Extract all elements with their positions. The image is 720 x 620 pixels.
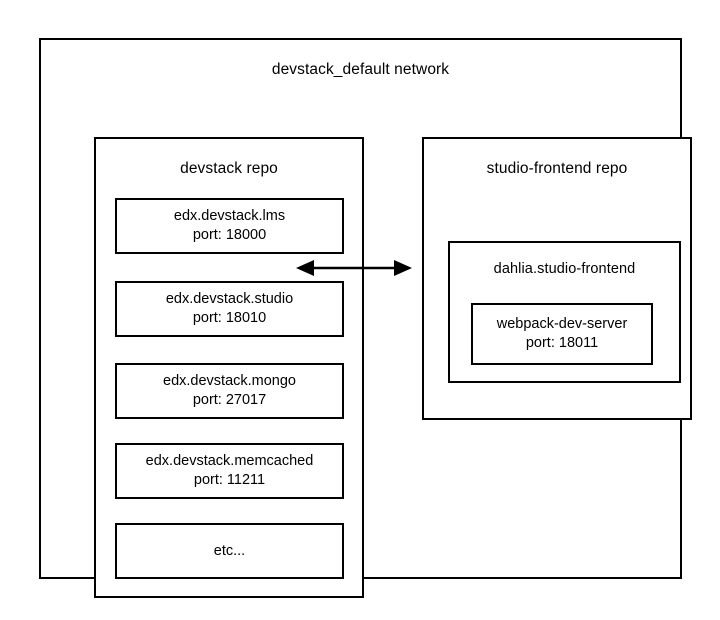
studio-frontend-repo-container: studio-frontend repo dahlia.studio-front… bbox=[422, 137, 692, 420]
service-port: port: 18010 bbox=[192, 310, 267, 326]
dahlia-studio-frontend-title: dahlia.studio-frontend bbox=[493, 261, 636, 277]
service-box-lms: edx.devstack.lms port: 18000 bbox=[115, 198, 344, 254]
devstack-repo-title: devstack repo bbox=[180, 160, 278, 177]
service-port: port: 18000 bbox=[192, 227, 267, 243]
service-port: port: 11211 bbox=[193, 472, 266, 488]
service-box-etc: etc... bbox=[115, 523, 344, 579]
service-name: webpack-dev-server bbox=[496, 316, 628, 332]
service-port: port: 18011 bbox=[525, 335, 599, 351]
bidirectional-connector-arrow bbox=[296, 260, 412, 276]
network-title: devstack_default network bbox=[271, 61, 450, 78]
network-container: devstack_default network devstack repo e… bbox=[39, 38, 692, 598]
service-box-mongo: edx.devstack.mongo port: 27017 bbox=[115, 363, 344, 419]
service-name: etc... bbox=[213, 542, 246, 559]
service-box-memcached: edx.devstack.memcached port: 11211 bbox=[115, 443, 344, 499]
studio-frontend-repo-title: studio-frontend repo bbox=[486, 160, 628, 177]
service-name: edx.devstack.memcached bbox=[145, 453, 314, 469]
service-name: edx.devstack.lms bbox=[173, 208, 286, 224]
service-name: edx.devstack.studio bbox=[165, 291, 294, 307]
service-name: edx.devstack.mongo bbox=[163, 373, 296, 389]
service-box-webpack-dev-server: webpack-dev-server port: 18011 bbox=[471, 303, 653, 365]
service-box-studio: edx.devstack.studio port: 18010 bbox=[115, 281, 344, 337]
dahlia-studio-frontend-container: dahlia.studio-frontend webpack-dev-serve… bbox=[448, 241, 681, 383]
devstack-repo-container: devstack repo edx.devstack.lms port: 180… bbox=[94, 137, 364, 598]
service-port: port: 27017 bbox=[192, 392, 267, 408]
